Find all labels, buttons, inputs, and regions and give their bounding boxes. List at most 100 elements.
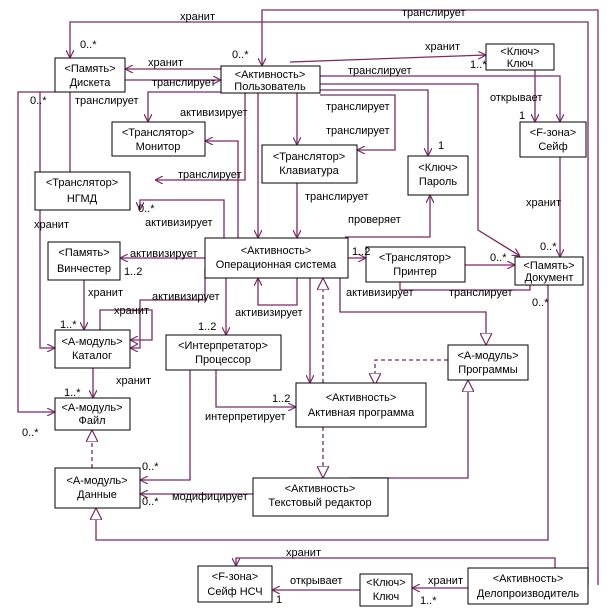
label-hranit-disk-user: хранит	[148, 57, 183, 69]
node-data-name: Данные	[77, 489, 117, 501]
label-12-cpu: 1..2	[198, 321, 216, 333]
edges	[17, 9, 599, 590]
edge-catalog-self	[99, 309, 153, 340]
label-0s-doc-bot: 0..*	[532, 297, 549, 309]
label-transl-kb-os: транслирует	[305, 191, 369, 203]
node-hdd[interactable]: <Память> Винчестер	[47, 241, 121, 281]
node-safe[interactable]: <F-зона> Сейф	[519, 121, 587, 158]
node-data[interactable]: <А-модуль> Данные	[54, 467, 141, 509]
edge-clerk-safensch	[236, 557, 556, 568]
label-hranit-self: хранит	[114, 305, 149, 317]
edge-labels: хранит транслирует 0..* хранит 0..* хран…	[22, 7, 561, 607]
node-catalog-stereotype: <А-модуль>	[61, 336, 122, 348]
node-safensch-stereotype: <F-зона>	[212, 571, 258, 583]
label-12-active: 1..2	[272, 393, 290, 405]
label-otkr2: открывает	[290, 575, 342, 587]
edge-cpu-data	[140, 370, 191, 480]
node-editor-stereotype: <Активность>	[285, 483, 356, 495]
edge-user-password	[313, 89, 428, 156]
label-hranit-safe: хранит	[526, 197, 561, 209]
node-file[interactable]: <А-модуль> Файл	[54, 397, 131, 431]
edge-cpu-active	[215, 370, 296, 407]
node-cpu[interactable]: <Интерпретатор> Процессор	[165, 334, 282, 371]
node-active[interactable]: <Активность> Активная программа	[295, 382, 427, 428]
node-monitor-name: Монитор	[136, 141, 181, 153]
node-ngmd-name: НГМД	[67, 193, 98, 205]
node-os-name: Операционная система	[216, 259, 337, 271]
label-12-hdd: 1..2	[124, 266, 142, 278]
edge-disk-file	[17, 91, 55, 412]
node-printer-stereotype: <Транслятор>	[379, 252, 451, 264]
label-1s-key: 1..*	[470, 59, 487, 71]
edge-programs-os	[339, 278, 486, 345]
label-transl-kb1: транслирует	[326, 101, 390, 113]
node-catalog[interactable]: <А-модуль> Каталог	[54, 329, 131, 369]
node-data-stereotype: <А-модуль>	[66, 475, 127, 487]
node-printer[interactable]: <Транслятор> Принтер	[365, 246, 466, 283]
label-12-printer: 1..2	[352, 246, 370, 258]
node-clerk-stereotype: <Активность>	[493, 573, 564, 585]
node-key1[interactable]: <Ключ> Ключ	[485, 43, 555, 71]
node-user[interactable]: <Активность> Пользователь	[220, 65, 321, 94]
node-ngmd[interactable]: <Транслятор> НГМД	[34, 171, 131, 211]
node-key1-stereotype: <Ключ>	[500, 46, 539, 58]
label-1-nsch: 1	[276, 594, 282, 606]
node-editor[interactable]: <Активность> Текстовый редактор	[252, 477, 389, 517]
label-hranit-top: хранит	[180, 11, 215, 23]
label-hranit-bottom: хранит	[286, 547, 321, 559]
node-catalog-name: Каталог	[72, 350, 112, 362]
node-clerk-name: Делопроизводитель	[477, 588, 579, 600]
label-transl-user-safe: транслирует	[348, 65, 412, 77]
edge-user-ngmd	[155, 93, 246, 180]
node-active-stereotype: <Активность>	[326, 392, 397, 404]
label-activ-prog: активизирует	[346, 287, 414, 299]
edge-document-data	[96, 285, 549, 541]
edge-editor-programs	[350, 380, 468, 479]
node-user-stereotype: <Активность>	[235, 69, 306, 81]
label-otkr: открывает	[490, 92, 542, 104]
label-0s-user: 0..*	[232, 49, 249, 61]
label-hranit-left: хранит	[34, 219, 69, 231]
edge-keyboard-self	[320, 94, 396, 150]
node-safe-stereotype: <F-зона>	[530, 127, 576, 139]
node-os[interactable]: <Активность> Операционная система	[204, 237, 349, 279]
edge-os-monitor	[205, 141, 239, 238]
label-0s-ngmd: 0..*	[138, 203, 155, 215]
label-transl-disk: транслирует	[75, 95, 139, 107]
node-document[interactable]: <Память> Документ	[514, 256, 584, 286]
node-keyboard[interactable]: <Транслятор> Клавиатура	[261, 144, 358, 184]
edge-os-ngmd	[140, 199, 225, 238]
edge-programs-active	[375, 359, 448, 385]
label-0s-doc-in: 0..*	[490, 252, 507, 264]
node-password[interactable]: <Ключ> Пароль	[407, 155, 469, 196]
label-hranit-file: хранит	[116, 375, 151, 387]
node-monitor[interactable]: <Транслятор> Монитор	[111, 121, 206, 157]
label-0s-data2: 0..*	[142, 496, 159, 508]
label-0s-data1: 0..*	[142, 461, 159, 473]
edge-user-document	[320, 83, 520, 256]
node-programs-stereotype: <А-модуль>	[457, 350, 518, 362]
node-ngmd-stereotype: <Транслятор>	[46, 177, 118, 189]
node-programs[interactable]: <А-модуль> Программы	[447, 344, 529, 381]
edge-user-safe	[320, 75, 560, 122]
label-0s-disk: 0..*	[30, 95, 47, 107]
edge-clerk-user	[262, 9, 599, 585]
edge-os-catalog	[130, 268, 206, 348]
node-key2[interactable]: <Ключ> Ключ	[359, 573, 413, 607]
node-user-name: Пользователь	[234, 81, 306, 93]
edge-os-password	[345, 195, 430, 238]
node-clerk[interactable]: <Активность> Делопроизводитель	[467, 567, 589, 605]
node-disk[interactable]: <Память> Дискета	[54, 57, 126, 93]
node-safensch[interactable]: <F-зона> Сейф НСЧ	[197, 565, 273, 603]
node-monitor-stereotype: <Транслятор>	[122, 127, 194, 139]
label-0s-file: 0..*	[22, 427, 39, 439]
label-activ-user: активизирует	[180, 107, 248, 119]
label-0s-top: 0..*	[80, 39, 97, 51]
node-disk-name: Дискета	[70, 77, 112, 89]
label-transl-top: транслирует	[402, 7, 466, 19]
node-safensch-name: Сейф НСЧ	[207, 586, 262, 598]
edge-user-monitor	[148, 91, 222, 122]
node-document-name: Документ	[525, 272, 574, 284]
node-key1-name: Ключ	[507, 58, 534, 70]
node-keyboard-stereotype: <Транслятор>	[273, 151, 345, 163]
